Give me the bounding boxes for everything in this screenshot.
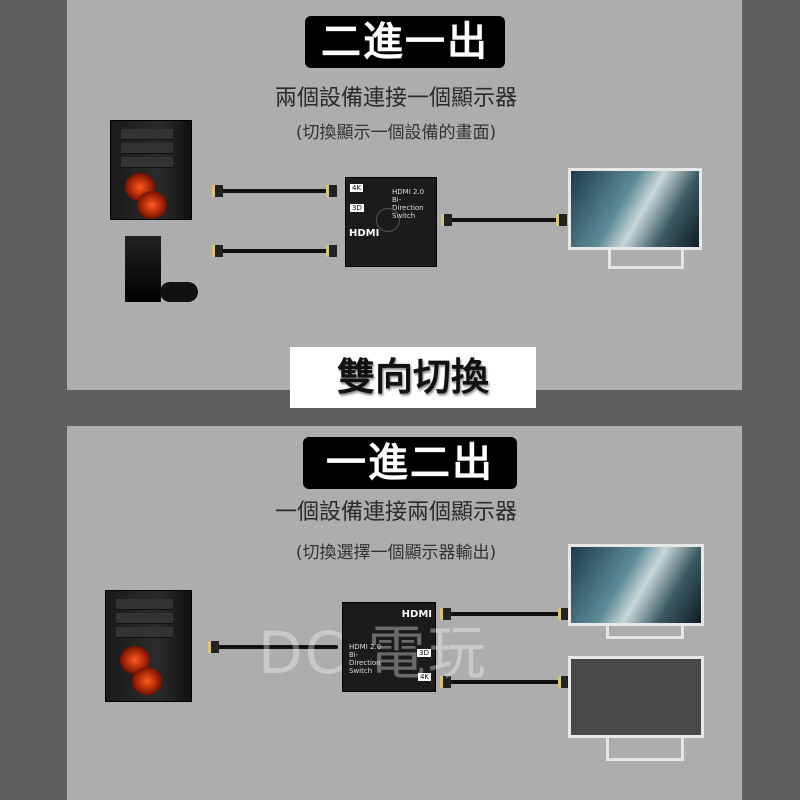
game-console-image bbox=[125, 236, 161, 302]
plug bbox=[441, 214, 452, 226]
badge-3d: 3D bbox=[350, 204, 364, 212]
pc-tower-image bbox=[110, 120, 192, 220]
output-cable bbox=[445, 218, 563, 222]
badge-4k: 4K bbox=[417, 673, 431, 681]
middle-title-box bbox=[290, 347, 536, 408]
plug bbox=[558, 676, 569, 688]
device-label: HDMI 2.0 Bi-Direction Switch bbox=[349, 643, 382, 675]
plug bbox=[212, 245, 223, 257]
monitor-stand bbox=[606, 738, 684, 761]
gamepad-image bbox=[160, 282, 198, 302]
monitor-stand bbox=[606, 626, 684, 639]
hdmi-switch-device: 4K 3D HDMI HDMI 2.0 Bi-Direction Switch bbox=[345, 177, 437, 267]
hdmi-switch-device: HDMI 3D 4K HDMI 2.0 Bi-Direction Switch bbox=[342, 602, 436, 692]
input-cable-1 bbox=[218, 189, 333, 193]
monitor-stand bbox=[608, 250, 684, 269]
watermark: DC 電玩 bbox=[258, 619, 488, 687]
input-cable bbox=[213, 645, 338, 649]
bottom-subtitle: 一個設備連接兩個顯示器 bbox=[274, 500, 517, 525]
bottom-note: (切換選擇一個顯示器輸出) bbox=[295, 543, 497, 563]
plug bbox=[558, 608, 569, 620]
plug bbox=[440, 676, 451, 688]
plug bbox=[208, 641, 219, 653]
plug bbox=[556, 214, 567, 226]
pc-tower-image bbox=[105, 590, 192, 702]
brand-hdmi: HDMI bbox=[401, 609, 432, 620]
plug bbox=[212, 185, 223, 197]
top-title: 二進一出 bbox=[305, 16, 505, 68]
switch-button bbox=[376, 208, 400, 232]
monitor-off-image bbox=[568, 656, 704, 738]
plug bbox=[326, 185, 337, 197]
output-cable-1 bbox=[444, 612, 564, 616]
brand-hdmi: HDMI bbox=[349, 228, 380, 239]
badge-3d: 3D bbox=[417, 649, 431, 657]
top-note: (切換顯示一個設備的畫面) bbox=[295, 123, 497, 143]
middle-title: 雙向切換 bbox=[336, 355, 489, 399]
bottom-title: 一進二出 bbox=[303, 437, 517, 489]
top-subtitle: 兩個設備連接一個顯示器 bbox=[274, 86, 517, 111]
plug bbox=[326, 245, 337, 257]
monitor-active-image bbox=[568, 544, 704, 626]
input-cable-2 bbox=[218, 249, 333, 253]
device-label: HDMI 2.0 Bi-Direction Switch bbox=[392, 188, 425, 220]
plug bbox=[440, 608, 451, 620]
monitor-image bbox=[568, 168, 702, 250]
badge-4k: 4K bbox=[350, 184, 364, 192]
output-cable-2 bbox=[444, 680, 564, 684]
